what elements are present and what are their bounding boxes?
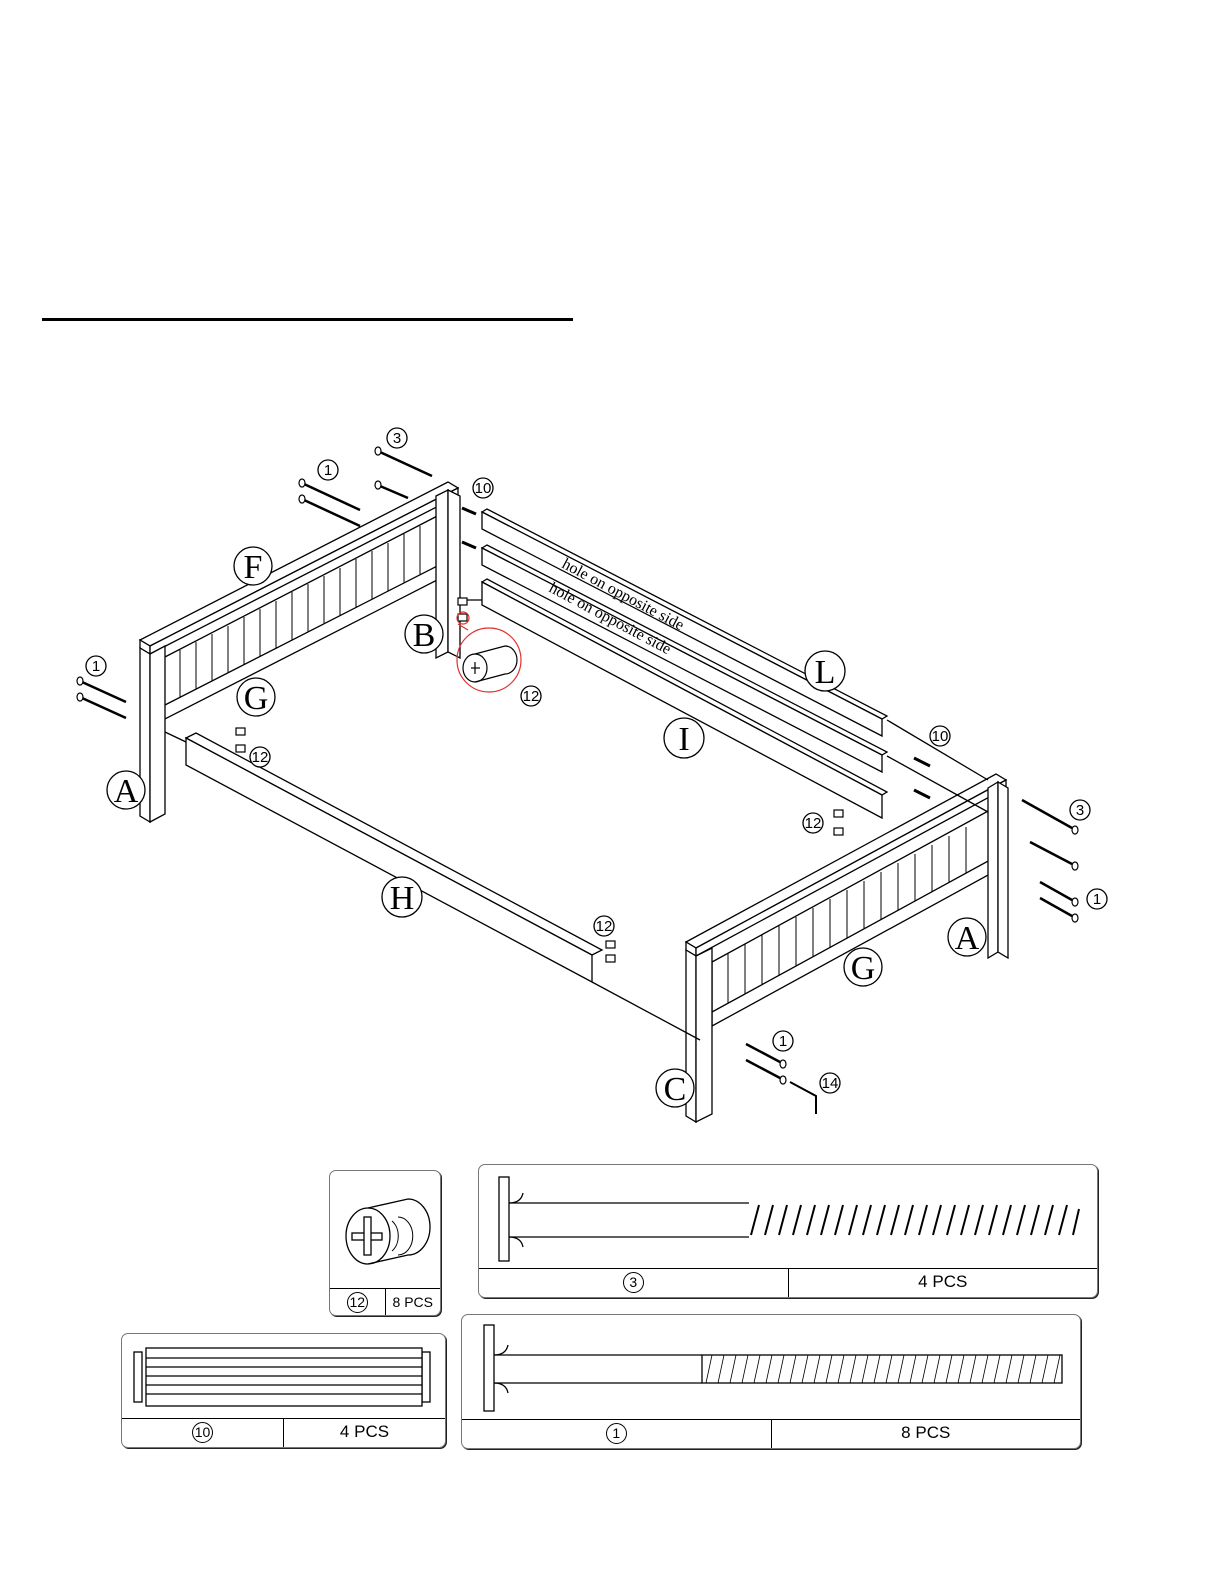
hardware-card-3: 3 4 PCS xyxy=(478,1164,1098,1298)
barrel-nut-icon xyxy=(458,614,467,621)
long-bolt-icon xyxy=(462,1315,1080,1419)
zoom-detail-circle xyxy=(457,612,521,692)
barrel-nut-icon xyxy=(330,1171,440,1289)
quantity: 8 PCS xyxy=(771,1420,1081,1448)
quantity: 8 PCS xyxy=(385,1289,441,1315)
quantity: 4 PCS xyxy=(788,1269,1098,1297)
dowel-icon xyxy=(914,758,930,766)
callout-1: 1 xyxy=(779,1033,787,1050)
callout-10: 10 xyxy=(475,480,492,497)
dowel-icon xyxy=(462,508,476,514)
short-bolt-icon xyxy=(479,1165,1097,1269)
bolt-icon xyxy=(299,479,360,510)
barrel-nut-icon xyxy=(458,598,467,605)
barrel-nut-icon xyxy=(606,955,615,962)
part-number: 3 xyxy=(623,1272,644,1293)
callout-g-front: G xyxy=(844,948,882,987)
part-label-c: C xyxy=(664,1071,687,1108)
callout-3: 3 xyxy=(1076,802,1084,819)
bolt-icon xyxy=(1030,842,1078,870)
bolt-icon xyxy=(299,495,360,526)
callout-10: 10 xyxy=(932,728,949,745)
part-number: 12 xyxy=(347,1292,368,1313)
side-rail-h xyxy=(165,732,700,1040)
callout-12: 12 xyxy=(523,688,540,705)
callout-12: 12 xyxy=(252,749,269,766)
callout-3: 3 xyxy=(393,430,401,447)
barrel-nut-icon xyxy=(834,828,843,835)
part-label-g: G xyxy=(851,950,876,987)
bolt-icon xyxy=(1022,800,1078,834)
callout-a-left: A xyxy=(107,771,145,810)
callout-i: I xyxy=(664,718,704,758)
hardware-card-10: 10 4 PCS xyxy=(121,1333,446,1448)
part-label-h: H xyxy=(390,880,415,917)
allen-key-icon xyxy=(790,1082,816,1114)
callout-h: H xyxy=(382,877,422,917)
part-label-a: A xyxy=(955,920,980,957)
quantity: 4 PCS xyxy=(283,1419,445,1447)
callout-1: 1 xyxy=(92,658,100,675)
bolt-icon xyxy=(77,693,126,718)
callout-l: L xyxy=(805,651,845,691)
callout-c: C xyxy=(656,1069,694,1108)
hardware-card-12: 12 8 PCS xyxy=(329,1170,441,1316)
part-number: 10 xyxy=(192,1422,213,1443)
callout-14: 14 xyxy=(822,1075,839,1092)
part-label-b: B xyxy=(413,617,436,654)
callout-b: B xyxy=(405,615,443,654)
callout-12: 12 xyxy=(596,918,613,935)
bolt-icon xyxy=(375,481,408,498)
part-label-f: F xyxy=(244,549,263,586)
callout-1: 1 xyxy=(324,462,332,479)
callout-1: 1 xyxy=(1093,891,1101,908)
callout-a-right: A xyxy=(948,918,986,957)
barrel-nut-icon xyxy=(236,728,245,735)
barrel-nut-zoom-icon xyxy=(463,646,517,682)
part-label-l: L xyxy=(815,654,836,691)
part-label-g: G xyxy=(244,680,269,717)
hardware-card-1: 1 8 PCS xyxy=(461,1314,1081,1449)
barrel-nut-icon xyxy=(236,745,245,752)
dowel-icon xyxy=(914,790,930,798)
part-label-i: I xyxy=(678,721,689,758)
callout-f: F xyxy=(234,547,272,586)
callout-12: 12 xyxy=(805,815,822,832)
barrel-nut-icon xyxy=(834,810,843,817)
bolt-icon xyxy=(375,447,432,476)
side-rails-back xyxy=(460,509,988,818)
dowel-icon xyxy=(122,1334,445,1418)
part-number: 1 xyxy=(606,1423,627,1444)
callout-g-back: G xyxy=(237,678,275,717)
dowel-icon xyxy=(462,542,476,548)
part-label-a: A xyxy=(114,773,139,810)
barrel-nut-icon xyxy=(606,941,615,948)
